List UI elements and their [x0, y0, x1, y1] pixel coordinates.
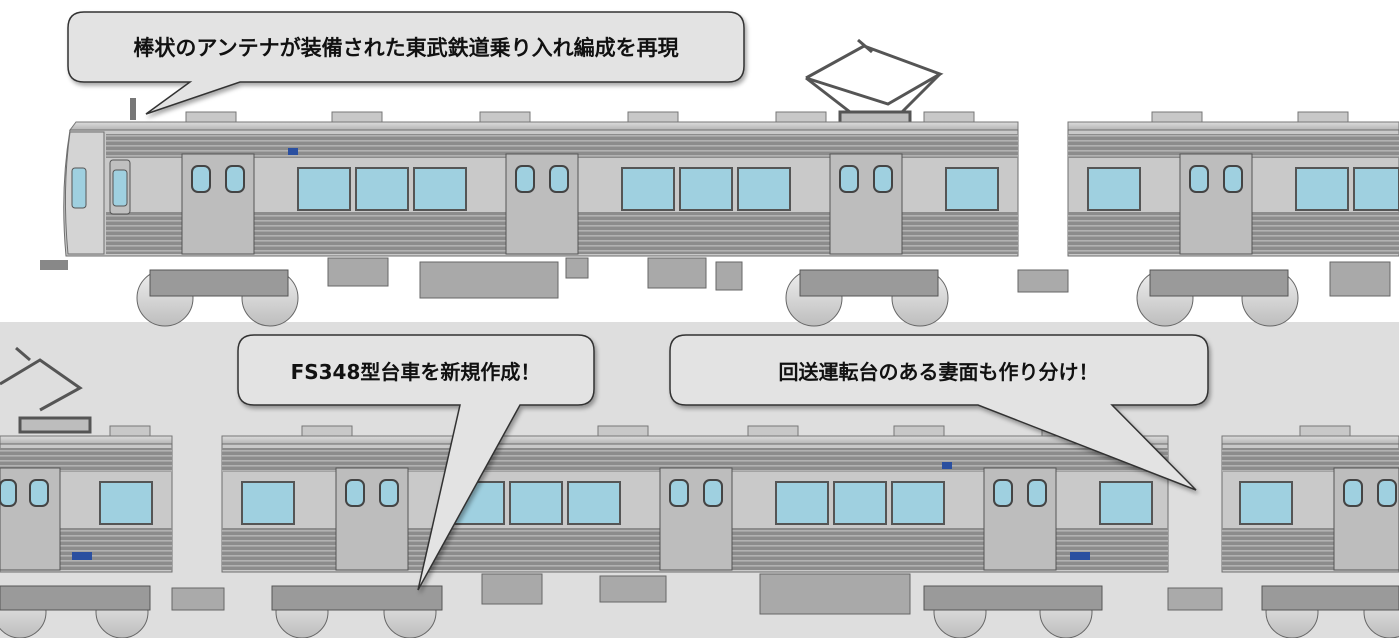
pantograph-bottom: [0, 346, 92, 434]
bottom-right-car: [1221, 425, 1399, 638]
top-bogie-front: [136, 269, 299, 327]
rod-antenna: [130, 98, 136, 120]
fs348-bogie-left: [271, 585, 443, 638]
cab-end-callout: 回送運転台のある妻面も作り分け！: [778, 359, 1099, 384]
callout-shapes: [67, 11, 1209, 591]
top-lead-car: [40, 98, 1019, 327]
antenna-callout: 棒状のアンテナが装備された東武鉄道乗り入れ編成を再現: [133, 36, 679, 60]
top-bogie-rear: [785, 269, 949, 327]
bottom-train-row: [0, 346, 1399, 638]
top-train-row: [40, 38, 1399, 327]
top-second-car: [1067, 111, 1399, 327]
bottom-left-car: [0, 425, 173, 638]
fs348-bogie-right: [923, 585, 1103, 638]
bottom-middle-car: [221, 425, 1169, 638]
bogie-callout: FS348型台車を新規作成！: [290, 359, 541, 384]
